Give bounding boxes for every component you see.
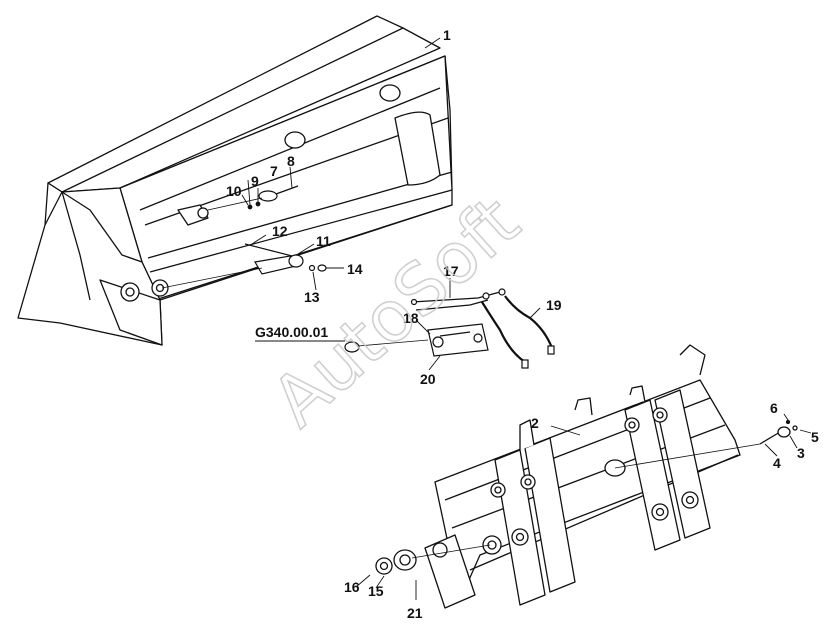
callout-21: 21 [407, 605, 423, 621]
callout-11: 11 [316, 233, 331, 249]
callout-12: 12 [272, 223, 288, 239]
callout-17: 17 [443, 263, 459, 279]
callout-5: 5 [811, 429, 819, 445]
hydraulic-assembly [344, 288, 555, 369]
callout-9: 9 [251, 173, 259, 189]
pin-group-upper [207, 185, 299, 211]
leader-lines [241, 37, 812, 600]
callout-10: 10 [226, 183, 242, 199]
callout-8: 8 [287, 153, 295, 169]
callout-2: 2 [531, 415, 539, 431]
pin-group-lower [161, 243, 327, 289]
callout-16: 16 [344, 579, 360, 595]
callout-6: 6 [770, 400, 778, 416]
callout-13: 13 [304, 289, 320, 305]
callout-18: 18 [403, 310, 419, 326]
bucket-assembly [17, 15, 453, 346]
callout-labels: 1 2 3 4 5 6 7 8 9 10 11 12 13 14 15 16 1… [226, 27, 819, 621]
assembly-code-label: G340.00.01 [255, 324, 328, 340]
quick-coupler-frame [375, 344, 798, 609]
callout-19: 19 [546, 297, 562, 313]
callout-20: 20 [420, 371, 436, 387]
callout-1: 1 [443, 27, 451, 43]
callout-3: 3 [797, 445, 805, 461]
callout-15: 15 [368, 583, 384, 599]
callout-14: 14 [347, 261, 363, 277]
callout-4: 4 [773, 455, 781, 471]
callout-7: 7 [270, 163, 278, 179]
